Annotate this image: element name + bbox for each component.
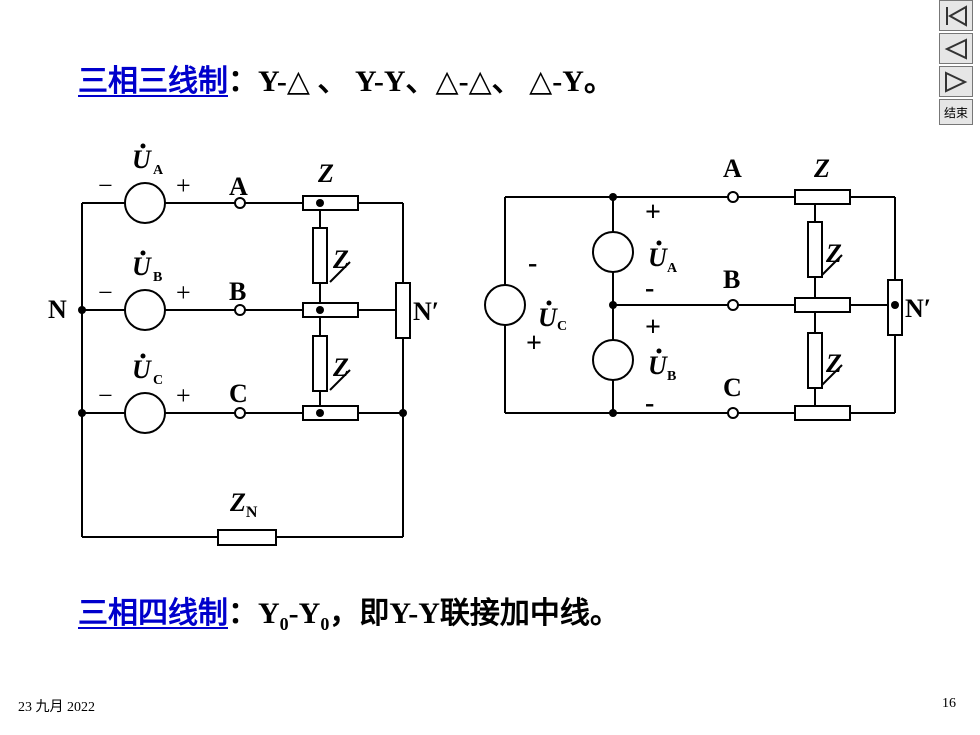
- terminal-b-label-right: B: [723, 265, 740, 294]
- source-uc-symbol: [124, 392, 166, 434]
- three-phase-three-wire-link[interactable]: 三相三线制: [78, 65, 228, 98]
- terminal-b-label: B: [229, 277, 246, 306]
- svg-text:Z: Z: [825, 239, 842, 268]
- first-slide-button[interactable]: [939, 0, 973, 31]
- svg-text:-: -: [645, 388, 654, 419]
- source-uc-delta-symbol: [484, 284, 526, 326]
- svg-text:−: −: [98, 278, 113, 307]
- terminal-c-label-right: C: [723, 373, 742, 402]
- terminal-c-label: C: [229, 379, 248, 408]
- impedance-c: [302, 405, 359, 421]
- colon: ：: [228, 65, 258, 98]
- slide-navigation: 结束: [939, 0, 975, 127]
- svg-text:Z: Z: [813, 154, 830, 183]
- voltage-uc-right-label: U: [538, 303, 558, 332]
- next-icon: [945, 70, 968, 93]
- previous-icon: [944, 37, 967, 60]
- three-phase-four-wire-link[interactable]: 三相四线制: [78, 597, 228, 630]
- impedance-ab: [312, 227, 328, 284]
- svg-text:+: +: [526, 328, 542, 359]
- svg-text:A: A: [667, 261, 678, 276]
- page-number: 16: [942, 696, 956, 711]
- previous-slide-button[interactable]: [939, 33, 973, 64]
- y0-label: Y0: [258, 597, 289, 634]
- svg-text:-: -: [645, 273, 654, 304]
- z-label-ab: Z: [332, 245, 349, 274]
- svg-text:+: +: [176, 381, 191, 410]
- svg-text:+: +: [176, 278, 191, 307]
- svg-text:Z: Z: [825, 349, 842, 378]
- z-label-a: Z: [317, 159, 334, 188]
- voltage-ua-right-label: U: [648, 243, 668, 272]
- svg-text:A: A: [153, 163, 164, 178]
- svg-text:+: +: [176, 171, 191, 200]
- source-ua-symbol: [124, 182, 166, 224]
- svg-text:−: −: [98, 381, 113, 410]
- impedance-b: [302, 302, 359, 318]
- first-icon: [946, 4, 967, 27]
- svg-text:-: -: [528, 248, 537, 279]
- voltage-ua-label: U: [132, 145, 152, 174]
- impedance-zn: [217, 529, 277, 546]
- source-ub-delta-symbol: [592, 339, 634, 381]
- neutral-nprime-label: N′: [413, 297, 439, 326]
- svg-text:+: +: [645, 312, 661, 343]
- z-label-bc: Z: [332, 353, 349, 382]
- impedance-a: [302, 195, 359, 211]
- neutral-nprime-label-right: N′: [905, 294, 931, 323]
- next-slide-button[interactable]: [939, 66, 973, 97]
- end-show-button[interactable]: 结束: [939, 99, 973, 125]
- impedance-right: [395, 282, 411, 339]
- impedance-bc: [312, 335, 328, 392]
- svg-text:B: B: [153, 270, 162, 285]
- terminal-a-label: A: [229, 172, 248, 201]
- svg-text:+: +: [645, 197, 661, 228]
- heading-three-wire: 三相三线制：Y-△ 、 Y-Y、△-△、 △-Y。: [78, 56, 614, 100]
- zn-label: ZN: [229, 488, 258, 521]
- colon: ：: [228, 597, 258, 630]
- heading-four-wire: 三相四线制：Y0-Y0，即Y-Y联接加中线。: [78, 597, 620, 634]
- svg-text:B: B: [667, 369, 676, 384]
- svg-text:C: C: [153, 373, 163, 388]
- connection-types: Y-△ 、 Y-Y、△-△、 △-Y。: [258, 65, 614, 98]
- source-ub-symbol: [124, 289, 166, 331]
- y0-label: Y0: [298, 597, 330, 634]
- neutral-n-label: N: [48, 295, 67, 324]
- svg-text:C: C: [557, 319, 567, 334]
- voltage-ub-label: U: [132, 252, 152, 281]
- svg-text:−: −: [98, 171, 113, 200]
- terminal-a-label-right: A: [723, 154, 742, 183]
- four-wire-description: ，即Y-Y联接加中线。: [329, 597, 620, 630]
- voltage-uc-label: U: [132, 355, 152, 384]
- voltage-ub-right-label: U: [648, 351, 668, 380]
- source-ua-delta-symbol: [592, 231, 634, 273]
- footer-date: 23 九月 2022: [18, 700, 95, 715]
